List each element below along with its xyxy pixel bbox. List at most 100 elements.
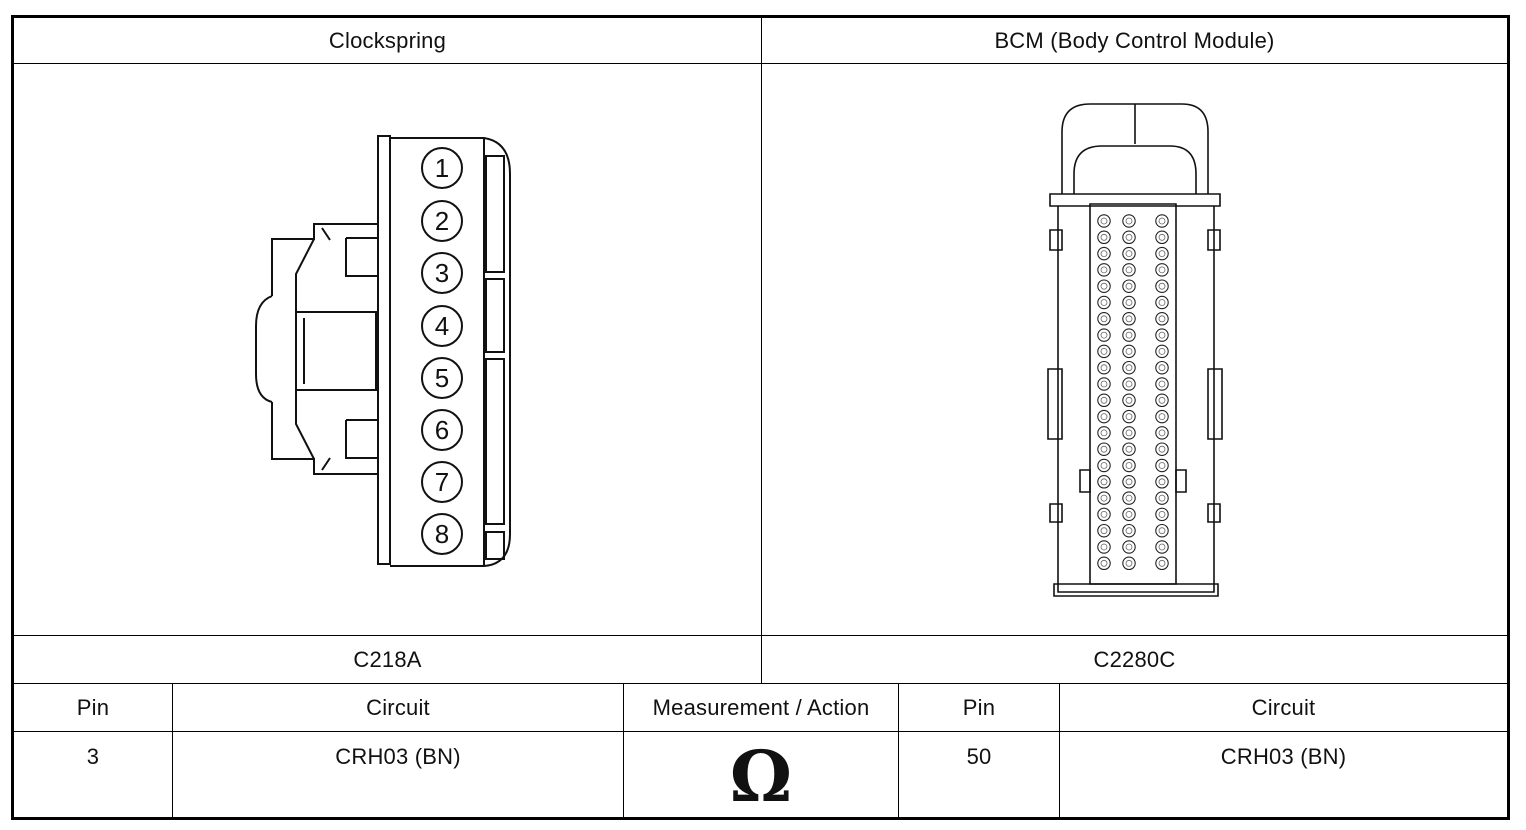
grid-line — [623, 683, 624, 820]
bcm-pin-number — [1100, 462, 1108, 469]
bcm-pin-number — [1158, 445, 1166, 453]
bcm-pin — [1122, 426, 1136, 440]
bcm-pin-number — [1125, 543, 1133, 551]
grid-line — [172, 683, 173, 820]
row-circuit-b: CRH03 (BN) — [1220, 744, 1347, 769]
bcm-pin — [1155, 328, 1169, 342]
bcm-pin-number — [1100, 315, 1108, 323]
measurement-symbol: Ω — [729, 734, 793, 818]
clockspring-title: Clockspring — [328, 27, 447, 53]
bcm-pin-number — [1158, 347, 1166, 355]
pin-label: 1 — [435, 153, 449, 183]
pin-label: 3 — [435, 258, 449, 288]
bcm-pin-number — [1125, 494, 1133, 502]
bcm-pin — [1097, 328, 1111, 342]
ohm-resistance-icon: Ω — [624, 736, 898, 817]
bcm-pin — [1122, 214, 1136, 228]
bcm-pin-number — [1158, 250, 1166, 258]
bcm-pin — [1155, 214, 1169, 228]
bcm-pin — [1122, 295, 1136, 310]
bcm-pin-number — [1158, 429, 1166, 437]
bcm-pin-number — [1100, 396, 1108, 404]
bcm-pin-number — [1125, 527, 1133, 535]
bcm-pin-number — [1100, 478, 1108, 486]
bcm-pin-number — [1125, 299, 1133, 306]
bcm-pin — [1097, 360, 1111, 375]
bcm-pin — [1122, 279, 1136, 293]
bcm-pin — [1097, 523, 1111, 538]
pin-label: 2 — [435, 206, 449, 236]
bcm-pin — [1155, 393, 1169, 408]
bcm-pin — [1155, 442, 1169, 456]
bcm-pin-number — [1100, 266, 1108, 274]
pin-circle — [421, 357, 463, 399]
grid-line — [1059, 683, 1060, 820]
pin-circle — [421, 513, 463, 555]
bcm-pin-number — [1158, 559, 1166, 567]
bcm-pin-number — [1158, 380, 1166, 388]
pin-label: 4 — [435, 311, 449, 341]
bcm-pin — [1122, 377, 1136, 391]
bcm-pin-number — [1100, 510, 1108, 518]
pin-label: 7 — [435, 467, 449, 497]
bcm-pin-number — [1125, 282, 1133, 290]
bcm-pin-number — [1158, 315, 1166, 323]
bcm-connector-diagram — [1047, 103, 1223, 597]
bcm-pin-number — [1158, 331, 1166, 339]
bcm-pin-number — [1100, 250, 1108, 258]
bcm-pin — [1097, 295, 1111, 310]
bcm-pin-number — [1158, 266, 1166, 274]
bcm-pin — [1155, 230, 1169, 245]
bcm-pin-number — [1158, 494, 1166, 502]
bcm-pin — [1122, 393, 1136, 408]
bcm-pin-number — [1158, 510, 1166, 518]
bcm-pin — [1097, 263, 1111, 277]
pin-label: 6 — [435, 415, 449, 445]
bcm-pin — [1155, 246, 1169, 261]
bcm-pin — [1097, 475, 1111, 489]
header-measurement: Measurement / Action — [652, 694, 870, 720]
pin-circle — [421, 409, 463, 451]
pin-circle — [421, 305, 463, 347]
bcm-pin — [1097, 246, 1111, 261]
header-circuit-a: Circuit — [366, 694, 430, 720]
bcm-title: BCM (Body Control Module) — [994, 27, 1275, 53]
bcm-pin — [1122, 540, 1136, 554]
bcm-pin-number — [1125, 380, 1133, 388]
connector-info-table — [11, 15, 1510, 820]
bcm-pin — [1155, 426, 1169, 440]
bcm-pin-number — [1100, 494, 1108, 502]
bcm-pin — [1097, 214, 1111, 228]
bcm-pin-number — [1100, 445, 1108, 453]
bcm-pin-number — [1125, 250, 1133, 258]
bcm-pin — [1097, 312, 1111, 326]
bcm-pin — [1097, 279, 1111, 293]
bcm-pin — [1122, 328, 1136, 342]
clockspring-connector-id: C218A — [353, 646, 422, 672]
bcm-pin — [1122, 523, 1136, 538]
bcm-pin — [1097, 507, 1111, 522]
bcm-pin — [1122, 246, 1136, 261]
bcm-pin-number — [1100, 217, 1108, 225]
header-pin-a: Pin — [76, 694, 110, 720]
bcm-pin — [1155, 507, 1169, 522]
pin-circle — [421, 252, 463, 294]
bcm-pin-number — [1125, 462, 1133, 469]
bcm-pin — [1122, 360, 1136, 375]
bcm-pin-number — [1158, 396, 1166, 404]
bcm-pin — [1122, 458, 1136, 473]
bcm-pin — [1097, 393, 1111, 408]
bcm-pin-number — [1100, 331, 1108, 339]
bcm-pin-number — [1100, 282, 1108, 290]
bcm-pin — [1155, 312, 1169, 326]
bcm-pin-number — [1125, 347, 1133, 355]
row-pin-b: 50 — [966, 744, 992, 769]
bcm-pin — [1155, 360, 1169, 375]
bcm-pin-number — [1100, 429, 1108, 437]
bcm-pin-number — [1158, 478, 1166, 486]
grid-line — [11, 731, 1510, 732]
pin-label: 5 — [435, 363, 449, 393]
bcm-pin-number — [1125, 315, 1133, 323]
bcm-pin-number — [1125, 331, 1133, 339]
bcm-pin — [1122, 556, 1136, 571]
